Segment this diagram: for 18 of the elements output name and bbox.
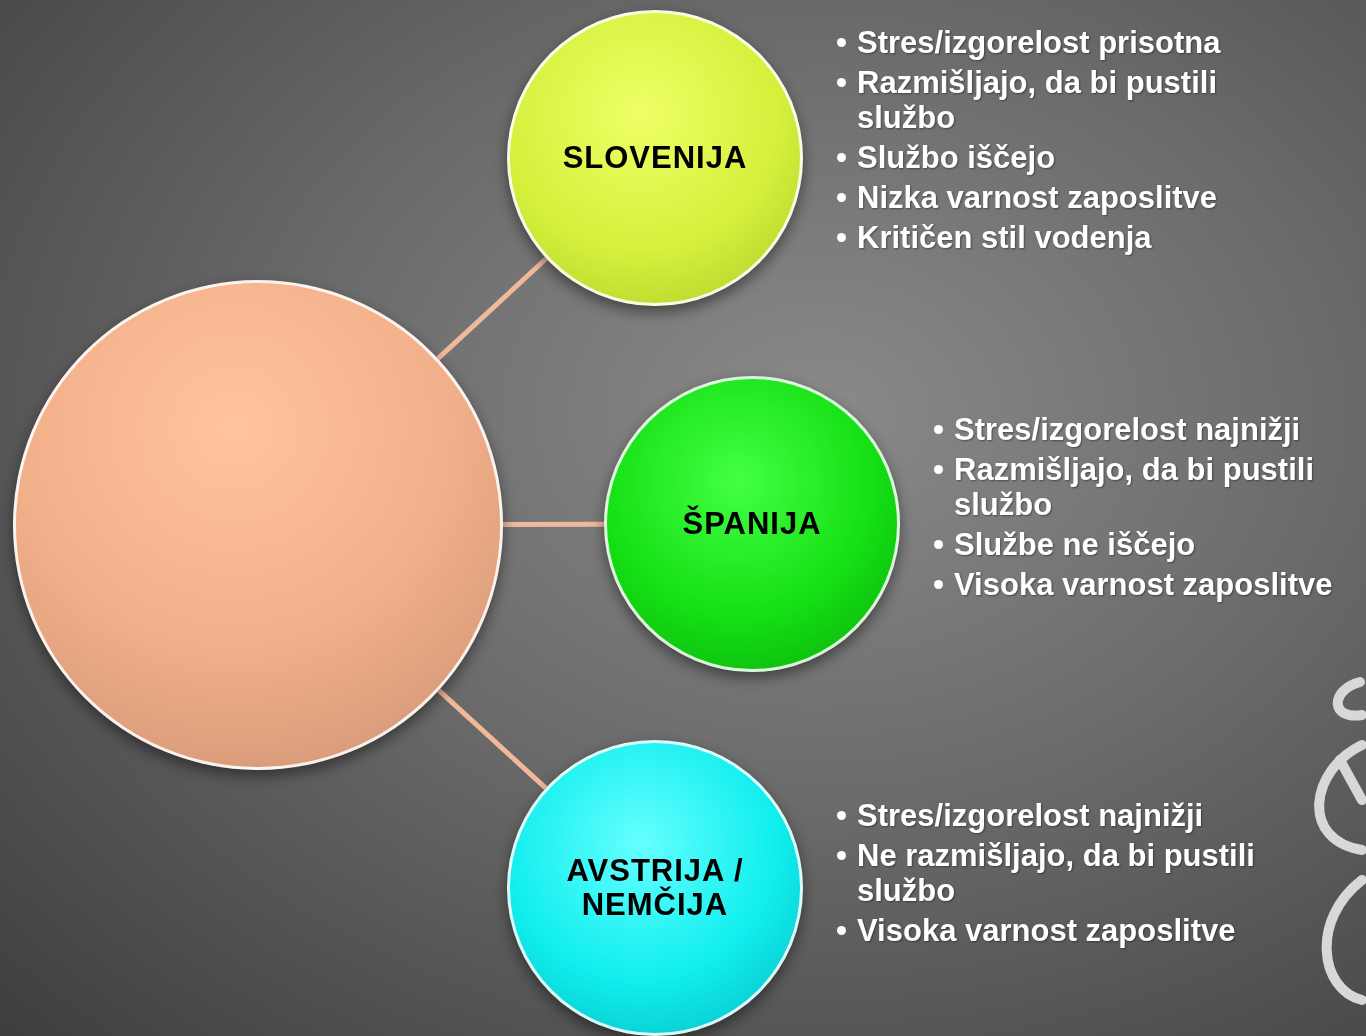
bullet-item: Službe ne iščejo xyxy=(932,527,1366,562)
bullet-item: Ne razmišljajo, da bi pustili službo xyxy=(835,838,1255,908)
bullet-item: Stres/izgorelost prisotna xyxy=(835,25,1255,60)
country-label: AVSTRIJA / NEMČIJA xyxy=(565,853,745,923)
bullet-item: Razmišljajo, da bi pustili službo xyxy=(835,65,1255,135)
bullet-item: Visoka varnost zaposlitve xyxy=(932,567,1366,602)
connector-line xyxy=(436,256,548,361)
connector-line xyxy=(503,521,604,527)
bullet-item: Stres/izgorelost najnižji xyxy=(932,412,1366,447)
bullet-item: Razmišljajo, da bi pustili službo xyxy=(932,452,1366,522)
country-label: ŠPANIJA xyxy=(682,506,822,542)
bullet-item: Stres/izgorelost najnižji xyxy=(835,798,1255,833)
bullet-item: Visoka varnost zaposlitve xyxy=(835,913,1255,948)
bullet-item: Kritičen stil vodenja xyxy=(835,220,1255,255)
bullet-item: Službo iščejo xyxy=(835,140,1255,175)
connector-line xyxy=(437,688,548,790)
bullet-item: Nizka varnost zaposlitve xyxy=(835,180,1255,215)
country-label: SLOVENIJA xyxy=(562,140,748,176)
